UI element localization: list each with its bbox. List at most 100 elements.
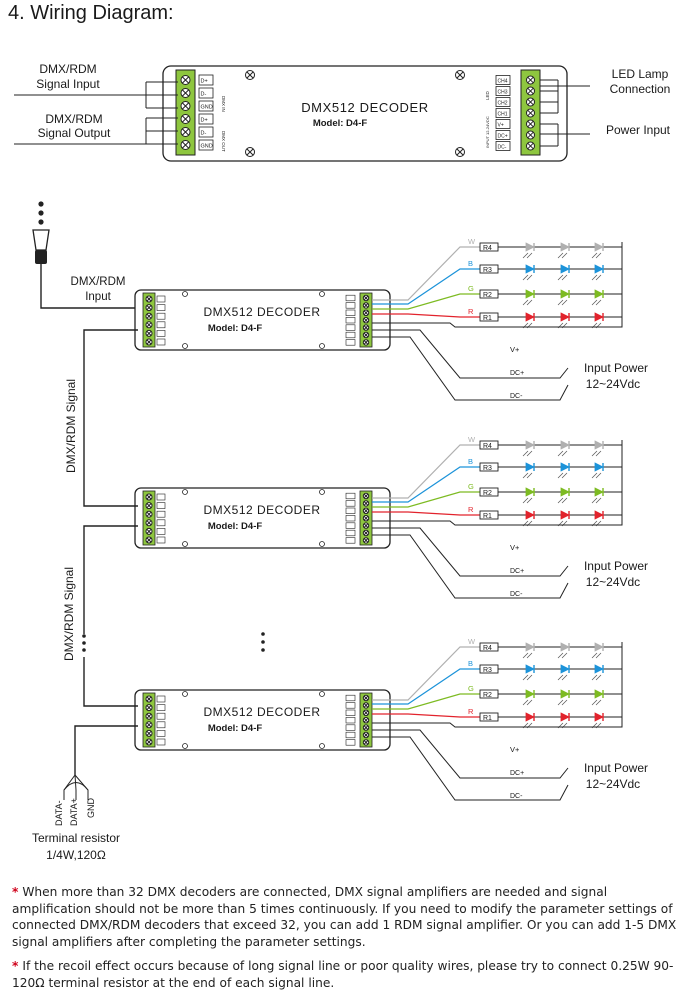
led-emission-arrow xyxy=(526,274,533,281)
label-signal-input: Signal Input xyxy=(36,77,100,91)
pin-label-left: GND xyxy=(201,144,213,150)
pin-group-label: LED xyxy=(485,90,490,100)
pin-label-box xyxy=(156,704,166,711)
led-emission-arrow xyxy=(561,652,568,659)
screw-slot xyxy=(146,705,152,711)
pin-label-left: D+ xyxy=(201,118,208,124)
screw-slot xyxy=(527,109,534,117)
terminal-block-left xyxy=(175,69,196,156)
pin-label-box xyxy=(198,74,214,86)
led-emission-arrow xyxy=(522,252,529,259)
led-icon xyxy=(594,440,604,450)
pin-label-box xyxy=(156,712,166,720)
terminal-wire-label: DATA- xyxy=(54,800,64,826)
resistor-label: R3 xyxy=(483,465,492,472)
resistor-label: R2 xyxy=(483,692,492,699)
screw-slot xyxy=(527,87,534,95)
led-icon xyxy=(594,289,604,299)
chain-dot xyxy=(261,648,265,652)
pin-group-label: INPUT 12-24VDC xyxy=(485,116,490,148)
screw-slot xyxy=(527,142,534,150)
screw-slot xyxy=(527,120,534,128)
led-emission-arrow xyxy=(591,699,598,706)
pin-label-box xyxy=(156,304,166,311)
screw-icon xyxy=(182,541,188,547)
pin-label-box xyxy=(156,502,166,509)
pin-label-box xyxy=(495,97,511,107)
led-emission-arrow xyxy=(591,674,598,681)
decoder-model: Model: D4-F xyxy=(208,723,263,734)
led-icon xyxy=(594,689,604,699)
led-icon xyxy=(594,487,604,497)
channel-label: G xyxy=(468,482,474,491)
pin-label-box xyxy=(495,130,511,140)
led-emission-arrow xyxy=(526,652,533,659)
pin-label-box xyxy=(345,522,356,529)
dcminus-wire xyxy=(372,736,569,801)
screw-slot xyxy=(146,528,152,534)
xlr-plug-grip xyxy=(35,250,47,264)
screw-slot xyxy=(363,332,369,338)
led-icon xyxy=(594,312,604,322)
led-emission-arrow xyxy=(561,497,568,504)
led-icon xyxy=(525,664,535,674)
xlr-plug-icon xyxy=(32,229,50,251)
dmx-link-cable xyxy=(83,329,138,507)
vplus-label: V+ xyxy=(510,745,520,754)
resistor-label: R1 xyxy=(483,315,492,322)
pin-label-box xyxy=(345,309,356,316)
screw-slot xyxy=(363,725,369,730)
input-power-voltage: 12~24Vdc xyxy=(586,575,640,589)
channel-label: W xyxy=(468,237,476,246)
screw-slot xyxy=(363,310,369,316)
pin-label-box xyxy=(345,324,356,331)
input-power-label: Input Power xyxy=(584,361,648,375)
pin-label-box xyxy=(345,694,356,702)
screw-slot xyxy=(363,710,369,716)
pin-label-left: D- xyxy=(201,92,207,98)
screw-slot xyxy=(146,537,152,543)
led-emission-arrow xyxy=(526,472,533,479)
pin-label-box xyxy=(345,507,356,514)
vplus-label: V+ xyxy=(510,543,520,552)
screw-icon xyxy=(319,291,325,297)
input-power-label: Input Power xyxy=(584,559,648,573)
pin-label-right: CH3 xyxy=(498,90,508,96)
input-power-voltage: 12~24Vdc xyxy=(586,377,640,391)
led-icon xyxy=(525,487,535,497)
screw-slot xyxy=(146,322,152,328)
pin-label-box xyxy=(156,330,166,337)
pin-label-box xyxy=(345,724,356,731)
pin-label-box xyxy=(345,294,356,302)
led-icon xyxy=(560,510,570,520)
screw-slot xyxy=(363,317,369,323)
led-emission-arrow xyxy=(557,497,564,504)
screw-slot xyxy=(146,713,152,719)
screw-slot xyxy=(363,303,369,308)
pin-label-box xyxy=(156,338,166,346)
pin-label-box xyxy=(345,492,356,500)
resistor-label: R3 xyxy=(483,267,492,274)
screw-icon xyxy=(319,489,325,495)
label-dmx-input: DMX/RDM xyxy=(71,276,126,288)
decoder-model: Model: D4-F xyxy=(208,521,263,532)
dcplus-label: DC+ xyxy=(510,568,524,575)
led-icon xyxy=(594,712,604,722)
pin-label-box xyxy=(198,126,214,138)
terminal-resistor-caption: 1/4W,120Ω xyxy=(46,848,106,862)
led-emission-arrow xyxy=(526,299,533,306)
terminal-wire-label: DATA+ xyxy=(69,798,79,826)
led-emission-arrow xyxy=(522,497,529,504)
pin-label-box xyxy=(495,75,511,85)
channel-wire-b xyxy=(372,466,480,503)
decoder-title: DMX512 DECODER xyxy=(203,705,320,719)
screw-icon xyxy=(319,691,325,697)
resistor-label: R1 xyxy=(483,715,492,722)
pin-label-box xyxy=(495,108,511,118)
screw-slot xyxy=(146,494,152,500)
pin-label-box xyxy=(345,515,356,522)
resistor-label: R4 xyxy=(483,245,492,252)
led-icon xyxy=(594,642,604,652)
screw-slot xyxy=(456,71,464,79)
vplus-wire xyxy=(372,317,623,328)
